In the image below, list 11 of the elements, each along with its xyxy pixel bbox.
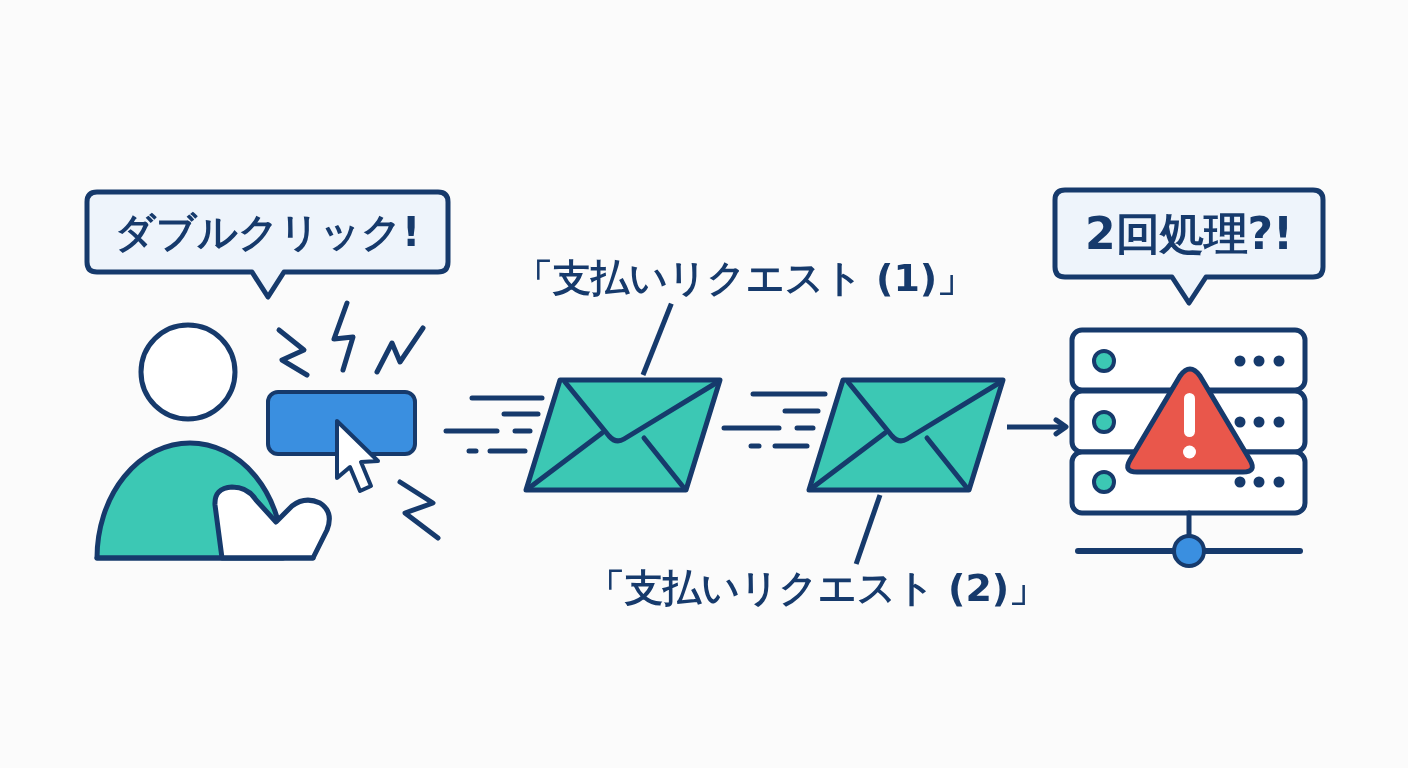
arrow [1007,417,1069,437]
bubble-text: ダブルクリック! [114,208,421,256]
leader-line [640,302,674,376]
envelope-illustration [523,377,723,493]
leader-line [853,494,883,565]
server-warning-illustration [1069,327,1308,569]
envelope-illustration [806,377,1006,493]
person-clicking-button-illustration [94,300,441,564]
request-label: 「支払いリクエスト (1)」 [514,256,976,302]
request-label: 「支払いリクエスト (2)」 [586,566,1048,612]
bubble-text: 2回処理?! [1084,207,1294,260]
